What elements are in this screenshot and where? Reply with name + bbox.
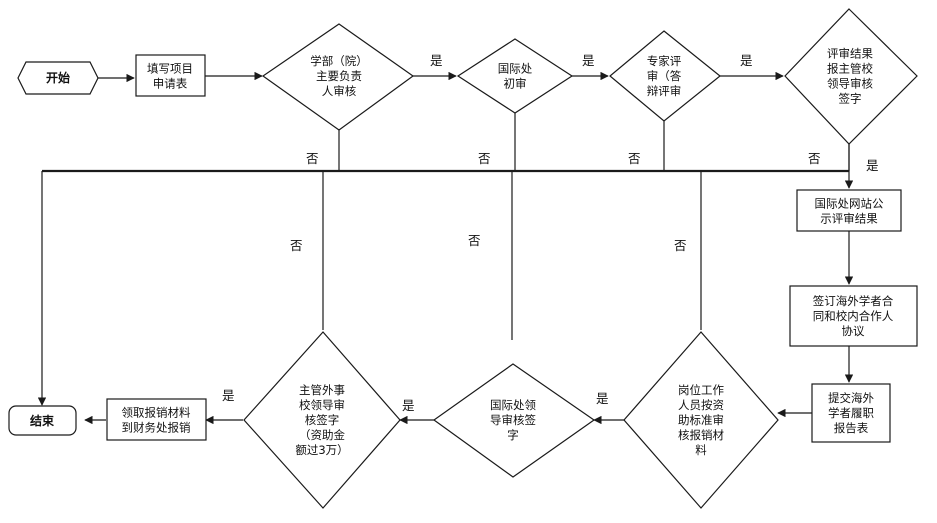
edge-labels: 是 是 是 是 否 否 否 否 否 否 否 是 是 是 [222,53,879,413]
contract-line: 协议 [842,324,865,338]
node-school-leader: 主管外事校领导审核签字（资助金额过3万） [243,331,401,509]
staff-audit-line: 人员按资 [678,398,724,412]
node-expert-review: 专家评审（答辩评审 [609,30,721,122]
label-no-intlleader: 否 [468,233,481,248]
intl-initial-line: 初审 [504,76,527,90]
reimburse-line: 领取报销材料 [122,405,191,419]
intl-initial-diamond [456,38,574,114]
node-end: 结束 [8,405,77,436]
end-label: 结束 [30,413,55,428]
dept-review-line: 学部（院） [310,54,368,68]
node-start: 开始 [17,61,99,95]
school-leader-line: 核签字 [305,413,340,427]
fill-form-box [135,54,206,97]
publish-label: 国际处网站公示评审结果 [815,196,884,225]
label-yes-dept: 是 [430,53,443,68]
label-yes-result: 是 [866,158,879,173]
connectors [37,71,854,425]
label-yes-intl: 是 [582,53,595,68]
intl-leader-label: 国际处领导审核签字 [490,398,536,442]
expert-review-line: 专家评 [647,54,682,68]
reimburse-line: 到财务处报销 [122,420,191,434]
contract-line: 签订海外学者合 [813,294,894,308]
contract-label: 签订海外学者合同和校内合作人协议 [813,294,894,338]
result-sign-line: 领导审核 [827,76,873,90]
contract-line: 同和校内合作人 [813,309,894,323]
dept-review-line: 人审核 [322,84,357,98]
dept-review-diamond [261,23,415,131]
start-label: 开始 [46,70,70,85]
node-staff-audit: 岗位工作人员按资助标准审核报销材料 [623,331,779,509]
node-report: 提交海外学者履职报告表 [811,383,891,443]
label-yes-school: 是 [222,388,235,403]
node-reimburse: 领取报销材料到财务处报销 [106,398,207,441]
staff-audit-label: 岗位工作人员按资助标准审核报销材料 [678,383,724,457]
school-leader-line: 主管外事 [299,383,345,397]
label-yes-expert: 是 [740,53,753,68]
report-line: 提交海外 [828,391,874,405]
reimburse-label: 领取报销材料到财务处报销 [122,405,191,434]
result-sign-line: 评审结果 [827,46,873,60]
intl-leader-diamond [432,363,596,478]
start-line: 开始 [46,70,70,85]
label-no-expert: 否 [628,151,641,166]
fill-form-label: 填写项目申请表 [147,61,193,90]
school-leader-diamond [243,331,401,509]
label-no-dept: 否 [306,151,319,166]
report-label: 提交海外学者履职报告表 [828,391,874,435]
end-line: 结束 [30,413,55,428]
node-fill-form: 填写项目申请表 [135,54,206,97]
label-no-staff: 否 [674,238,687,253]
school-leader-line: 校领导审 [299,398,345,412]
label-no-intl: 否 [478,151,491,166]
report-line: 报告表 [834,421,869,435]
node-result-sign: 评审结果报主管校领导审核签字 [784,8,918,145]
result-sign-line: 报主管校 [827,61,873,75]
intl-initial-line: 国际处 [498,61,533,75]
report-box [811,383,891,443]
school-leader-label: 主管外事校领导审核签字（资助金额过3万） [295,383,348,457]
result-sign-diamond [784,8,918,145]
node-contract: 签订海外学者合同和校内合作人协议 [789,285,918,347]
school-leader-line: 额过3万） [295,443,348,457]
staff-audit-diamond [623,331,779,509]
node-publish: 国际处网站公示评审结果 [796,189,902,232]
result-sign-line: 签字 [839,91,862,105]
expert-review-line: 辩评审 [647,84,682,98]
end-terminal [8,405,77,436]
result-sign-label: 评审结果报主管校领导审核签字 [827,46,873,105]
fill-form-line: 申请表 [153,76,188,90]
contract-box [789,285,918,347]
reimburse-box [106,398,207,441]
label-no-school: 否 [290,238,303,253]
staff-audit-line: 助标准审 [678,413,724,427]
expert-review-line: 审（答 [647,69,682,83]
intl-initial-label: 国际处初审 [498,61,533,90]
node-intl-leader: 国际处领导审核签字 [432,363,596,478]
publish-line: 示评审结果 [820,211,878,225]
dept-review-line: 主要负责 [316,69,362,83]
node-intl-initial: 国际处初审 [456,38,574,114]
intl-leader-line: 字 [507,428,519,442]
intl-leader-line: 导审核签 [490,413,536,427]
label-no-result: 否 [808,151,821,166]
report-line: 学者履职 [828,406,874,420]
staff-audit-line: 料 [695,443,707,457]
node-dept-review: 学部（院）主要负责人审核 [261,23,415,131]
intl-leader-line: 国际处领 [490,398,536,412]
label-yes-staff: 是 [596,391,609,406]
staff-audit-line: 核报销材 [678,428,724,442]
publish-box [796,189,902,232]
school-leader-line: （资助金 [299,428,345,442]
expert-review-diamond [609,30,721,122]
dept-review-label: 学部（院）主要负责人审核 [310,54,368,98]
staff-audit-line: 岗位工作 [678,383,724,397]
expert-review-label: 专家评审（答辩评审 [647,54,682,98]
publish-line: 国际处网站公 [815,196,884,210]
start-terminal [17,61,99,95]
label-yes-intlleader: 是 [402,398,415,413]
fill-form-line: 填写项目 [147,61,193,75]
